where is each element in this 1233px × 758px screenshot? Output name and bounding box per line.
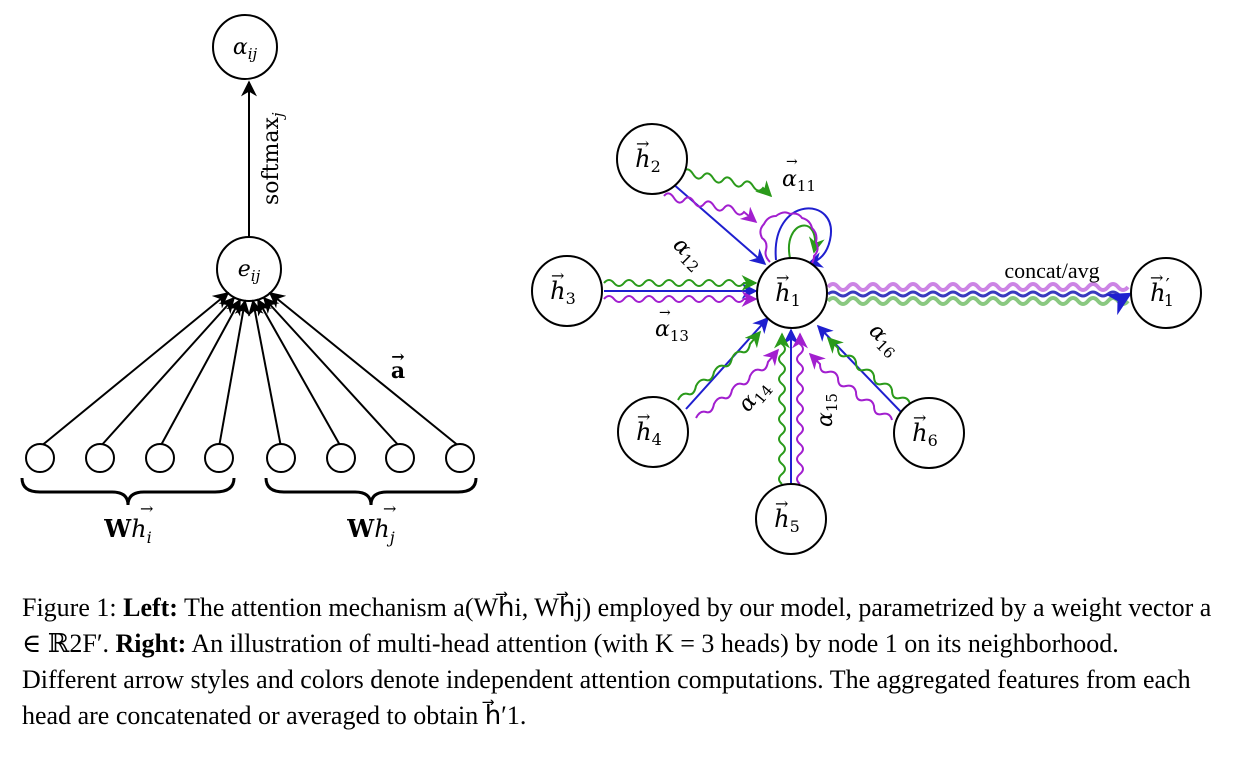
svg-text:→: →: [776, 268, 789, 287]
softmax-label: softmaxj: [259, 112, 287, 205]
group-left-label: Whi: [103, 514, 152, 547]
alpha-15-label: α15: [813, 393, 841, 427]
edges-h5: [774, 328, 808, 485]
alpha-16-label: α16: [862, 319, 906, 363]
group-left-vec-arrow: →: [140, 499, 153, 518]
caption-text-2: An illustration of multi-head attention …: [22, 629, 1191, 730]
caption-figure-label: Figure 1:: [22, 593, 117, 622]
node-h4: h4 →: [617, 396, 689, 468]
weight-vector-label: a→: [391, 347, 405, 384]
edges-h4: [677, 316, 780, 419]
node-h5: h5 →: [755, 483, 827, 555]
output-edges: [826, 282, 1133, 316]
alpha-14-label: α14: [733, 375, 776, 419]
e-ij-node: eij: [216, 236, 282, 302]
caption-left-label: Left:: [123, 593, 178, 622]
alpha-11-arrow: →: [786, 154, 798, 170]
alpha-12-label: α12: [666, 233, 710, 277]
svg-text:→: →: [637, 407, 650, 426]
input-arrows: [39, 291, 461, 448]
group-right-label: Whj: [346, 514, 394, 547]
group-right-vec-arrow: →: [383, 499, 396, 518]
node-h6: h6 →: [893, 397, 965, 469]
left-brace: [20, 477, 236, 506]
node-h1: h1 →: [756, 257, 828, 329]
alpha-13-arrow: →: [659, 305, 671, 321]
aggregation-label: concat/avg: [1004, 258, 1099, 283]
figure-caption: Figure 1: Left: The attention mechanism …: [22, 590, 1212, 734]
caption-text-1: The attention mechanism a(Wh⃗i, Wh⃗j) em…: [22, 593, 1212, 658]
svg-text:→: →: [551, 266, 564, 285]
edges-h6: [808, 324, 911, 421]
alpha-ij-node: αij: [212, 14, 278, 80]
svg-text:h′1: h′1: [1150, 275, 1174, 310]
caption-right-label: Right:: [115, 629, 187, 658]
input-neurons: [25, 443, 475, 473]
svg-text:→: →: [913, 408, 926, 427]
self-loops: [759, 207, 832, 284]
alpha-11-label: α11: [782, 167, 816, 195]
edges-h2: [663, 168, 773, 266]
left-diagram: αij softmaxj eij a→: [20, 14, 478, 547]
alpha-13-label: α13: [655, 317, 689, 345]
right-brace: [264, 477, 478, 506]
svg-text:→: →: [775, 494, 788, 513]
node-h2: h2 →: [616, 123, 688, 195]
node-h3: h3 →: [531, 255, 603, 327]
svg-text:→: →: [1150, 268, 1163, 287]
node-h1-prime: h′1 →: [1130, 257, 1202, 329]
svg-text:→: →: [636, 134, 649, 153]
edges-h3: [603, 275, 758, 307]
attention-figure: αij softmaxj eij a→: [20, 14, 1202, 555]
right-diagram: h2 → h3 → h1 → h4 → h5 → h6 →: [531, 123, 1202, 555]
